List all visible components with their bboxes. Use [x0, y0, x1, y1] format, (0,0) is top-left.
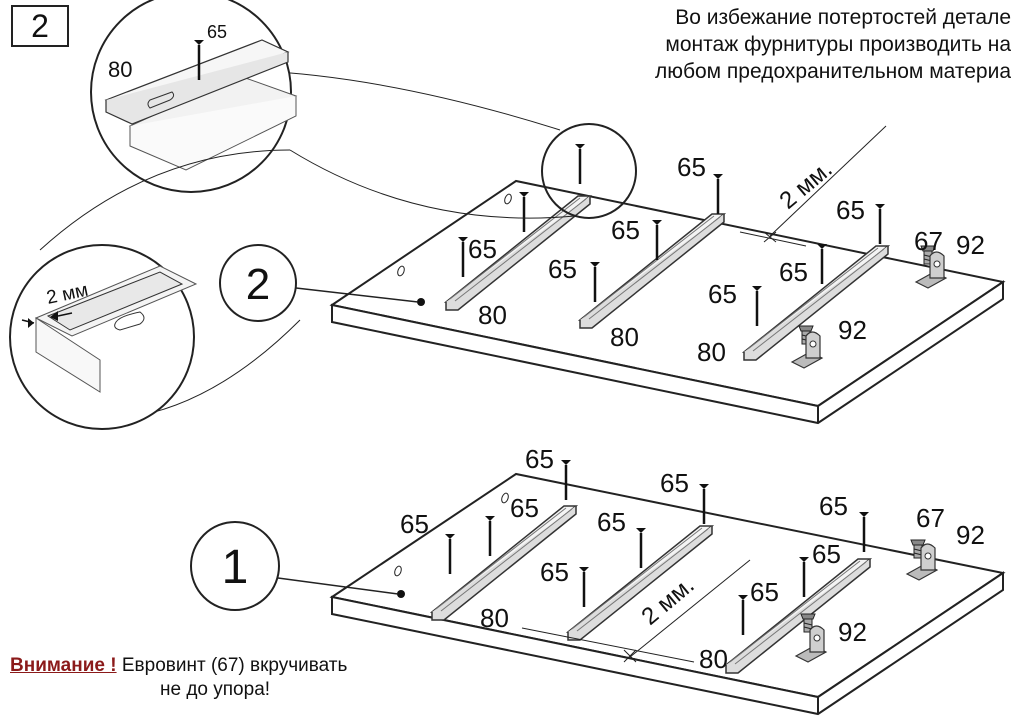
part-label-screw: 65: [207, 22, 227, 42]
panel-id-circle: [219, 244, 297, 322]
panel-bottom: 2 мм. 65 65 65 65 65 65 65 65 65 80 80 6…: [190, 444, 1006, 716]
dowel-hole: [417, 298, 425, 306]
note-line-2: монтаж фурнитуры производить на: [665, 33, 1011, 56]
part-label-screw: 65: [548, 254, 577, 284]
part-label-screw: 65: [540, 557, 569, 587]
zoom-detail-top: 65 80: [90, 0, 576, 219]
part-label-rail: 80: [699, 644, 728, 674]
part-label-bracket: 92: [838, 315, 867, 345]
part-label-screw: 65: [708, 279, 737, 309]
panel-id-circle: [190, 521, 280, 611]
part-label-screw: 65: [468, 234, 497, 264]
part-label-rail: 80: [478, 300, 507, 330]
screw-icon: [573, 142, 587, 186]
panel-id-bottom: 1: [222, 541, 249, 594]
part-label-screw: 65: [660, 468, 689, 498]
warning-note: Внимание ! Евровинт (67) вкручивать не д…: [10, 654, 347, 702]
part-label-screw: 65: [611, 215, 640, 245]
panel-id-top: 2: [246, 260, 270, 309]
note-line-1: Во избежание потертостей детале: [675, 6, 1011, 29]
panel-top: 2 мм. 65 65 65 65 65 65 65 80 80 80 67 9…: [219, 123, 1006, 425]
note-line-3: любом предохранительном материа: [654, 60, 1011, 83]
magnify-area: [541, 123, 637, 219]
protection-note: Во избежание потертостей детале монтаж ф…: [541, 4, 1011, 85]
part-label-screw: 65: [677, 152, 706, 182]
warning-title: Внимание !: [10, 655, 117, 676]
part-label-rail: 80: [108, 57, 132, 82]
step-number: 2: [31, 8, 49, 44]
part-label-screw: 65: [836, 195, 865, 225]
part-label-bracket: 92: [956, 520, 985, 550]
part-label-rail: 80: [697, 337, 726, 367]
warning-line-2: не до упора!: [160, 679, 271, 700]
part-label-bracket: 92: [956, 230, 985, 260]
step-number-box: 2: [11, 5, 69, 47]
part-label-rail: 80: [610, 322, 639, 352]
dowel-hole: [397, 590, 405, 598]
warning-line-1: Евровинт (67) вкручивать: [121, 655, 348, 676]
part-label-screw: 65: [819, 491, 848, 521]
part-label-screw: 65: [812, 539, 841, 569]
part-label-screw: 65: [400, 509, 429, 539]
part-label-screw: 65: [779, 257, 808, 287]
part-label-screw: 65: [597, 507, 626, 537]
zoom-detail-edge: 2 мм: [9, 149, 301, 430]
screw-icon: [711, 172, 725, 216]
part-label-bracket: 92: [838, 617, 867, 647]
part-label-eurobolt: 67: [914, 226, 943, 256]
part-label-screw: 65: [525, 444, 554, 474]
gap-label-top: 2 мм.: [775, 156, 838, 215]
part-label-eurobolt: 67: [916, 503, 945, 533]
screw-icon: [873, 202, 887, 246]
part-label-screw: 65: [510, 493, 539, 523]
part-label-screw: 65: [750, 577, 779, 607]
part-label-rail: 80: [480, 603, 509, 633]
